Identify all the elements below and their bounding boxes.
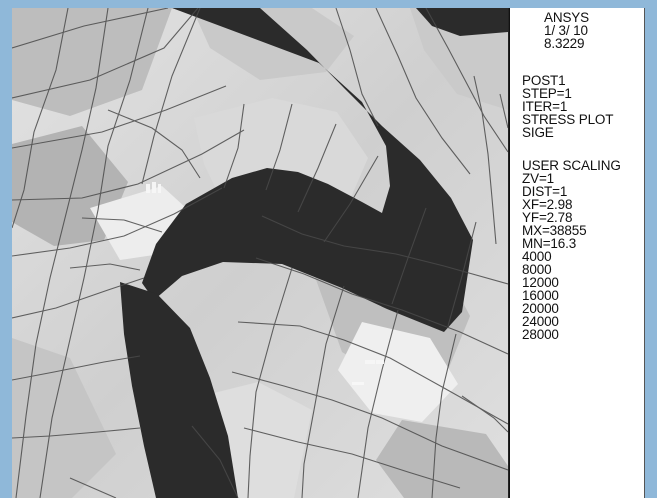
bright-highlight-marks xyxy=(146,182,384,385)
contour-value: 12000 xyxy=(522,275,559,290)
upper-cutout xyxy=(142,8,473,332)
bottom-left-stress-band xyxy=(12,338,116,498)
legend-header-line: 8.3229 xyxy=(544,36,585,51)
legend-panel: ANSYS 1/ 3/ 10 8.3229 POST1 STEP=1 ITER=… xyxy=(509,8,645,498)
legend-scaling-line: MN=16.3 xyxy=(522,236,577,251)
legend-scaling-line: YF=2.78 xyxy=(522,210,573,225)
legend-header-line: ANSYS xyxy=(544,10,590,25)
legend-scaling-group: USER SCALING ZV=1 DIST=1 XF=2.98 YF=2.78… xyxy=(522,158,644,342)
right-hot-stress-band xyxy=(338,322,458,422)
contour-value: 20000 xyxy=(522,301,559,316)
legend-post-line: POST1 xyxy=(522,73,566,88)
legend-post-line: STEP=1 xyxy=(522,86,572,101)
contour-value: 16000 xyxy=(522,288,559,303)
legend-header-group: ANSYS 1/ 3/ 10 8.3229 xyxy=(544,10,657,51)
legend-scaling-line: DIST=1 xyxy=(522,184,568,199)
contour-value: 8000 xyxy=(522,262,552,277)
stress-plot-viewport xyxy=(12,8,509,498)
fem-stress-plot xyxy=(12,8,508,498)
legend-post-line: SIGE xyxy=(522,125,554,140)
contour-value: 24000 xyxy=(522,314,559,329)
legend-header-line: 1/ 3/ 10 xyxy=(544,23,588,38)
legend-post-line: STRESS PLOT xyxy=(522,112,614,127)
legend-scaling-line: USER SCALING xyxy=(522,158,621,173)
legend-post-line: ITER=1 xyxy=(522,99,568,114)
bottom-right-stress-band xyxy=(376,420,508,498)
contour-value: 4000 xyxy=(522,249,552,264)
top-right-cutout xyxy=(416,8,508,36)
mesh-lines xyxy=(12,8,508,498)
legend-post-group: POST1 STEP=1 ITER=1 STRESS PLOT SIGE xyxy=(522,73,644,140)
legend-scaling-line: ZV=1 xyxy=(522,171,555,186)
contour-value: 28000 xyxy=(522,327,559,342)
legend-scaling-line: MX=38855 xyxy=(522,223,587,238)
lower-cutout xyxy=(120,282,238,498)
legend-scaling-line: XF=2.98 xyxy=(522,197,573,212)
